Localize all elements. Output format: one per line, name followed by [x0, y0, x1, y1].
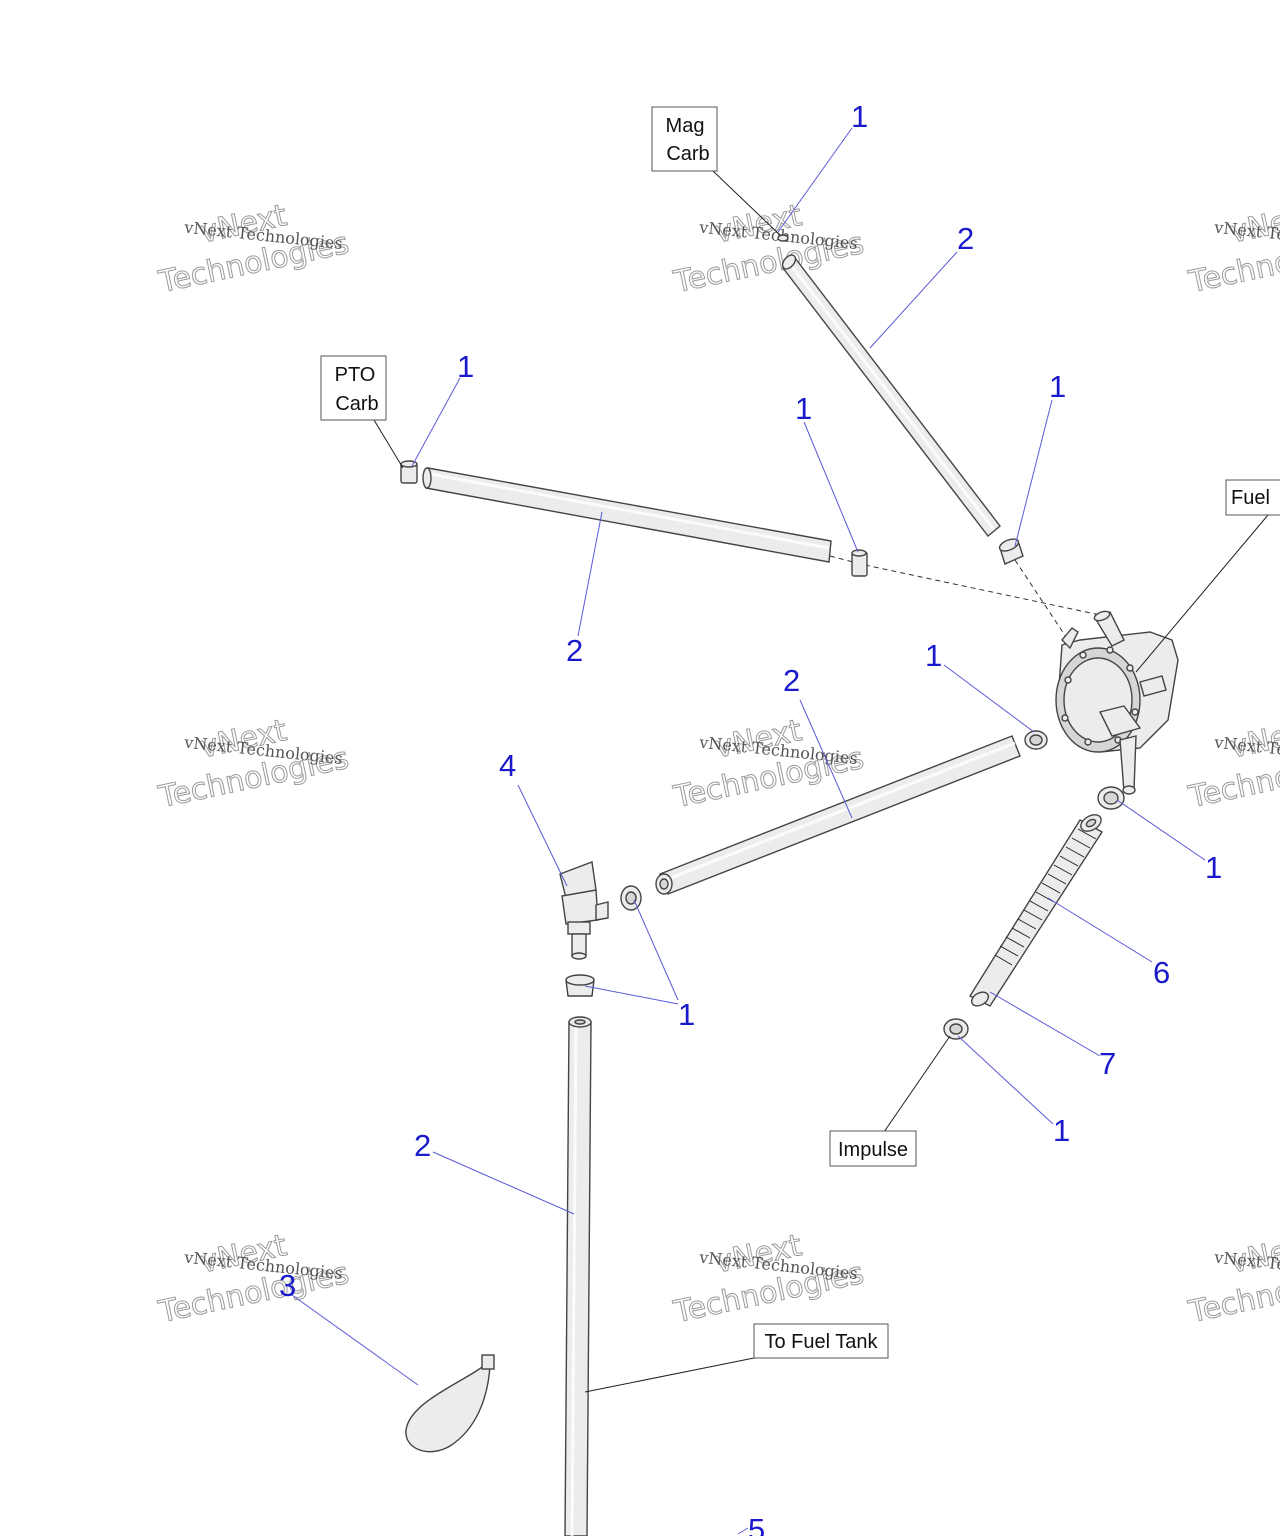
- callout-3: 3: [279, 1268, 296, 1303]
- callout-1: 1: [1049, 369, 1066, 404]
- callout-2: 2: [414, 1128, 431, 1163]
- watermark: vNext Technologies: [1185, 713, 1280, 816]
- clamp-mag-top: [777, 234, 789, 242]
- callout-2: 2: [783, 663, 800, 698]
- label-fuel-text: Fuel: [1231, 487, 1270, 509]
- callout-4: 4: [499, 748, 516, 783]
- leader-lines: [291, 127, 1206, 1535]
- label-leader-lines: [373, 170, 1269, 1393]
- callout-5: 5: [748, 1512, 765, 1536]
- label-to-fuel-tank-text: To Fuel Tank: [764, 1331, 878, 1353]
- callout-1: 1: [457, 349, 474, 384]
- clamp-valve-below: [565, 974, 595, 997]
- watermark: vNext Technologies: [1185, 198, 1280, 301]
- cable-tie: [405, 1354, 495, 1453]
- hose-to-fuel-tank: [564, 1016, 592, 1536]
- fuel-pump: [1055, 610, 1179, 795]
- hose-spring-impulse: [968, 814, 1103, 1007]
- routing-line-pto: [829, 555, 1101, 616]
- label-mag-carb-line2: Carb: [666, 143, 709, 165]
- watermark: vNext Technologies: [1185, 1228, 1280, 1331]
- callout-1: 1: [1053, 1113, 1070, 1148]
- clamp-pump-side: [1024, 730, 1048, 750]
- watermark-group: vNext Technologies vNext Technologies vN…: [155, 198, 1280, 1331]
- clamp-pump-lower: [1097, 786, 1125, 810]
- clamp-mag-lower: [998, 538, 1024, 565]
- callouts: 1 2 1 1 1 2 1 2 4 1 6 1 7 1 2 3 5: [279, 99, 1222, 1536]
- clamp-valve-right: [620, 885, 642, 911]
- callout-2: 2: [957, 221, 974, 256]
- label-pto-carb-line2: Carb: [335, 393, 378, 415]
- callout-1: 1: [1205, 850, 1222, 885]
- callout-1: 1: [925, 638, 942, 673]
- callout-1: 1: [678, 997, 695, 1032]
- hose-mag-carb: [781, 254, 1001, 538]
- callout-2: 2: [566, 633, 583, 668]
- label-fuel: Fuel: [1225, 479, 1280, 516]
- label-to-fuel-tank: To Fuel Tank: [753, 1323, 889, 1359]
- clamp-pto-left: [400, 460, 418, 484]
- callout-1: 1: [795, 391, 812, 426]
- hose-pto-carb: [422, 467, 832, 563]
- callout-1: 1: [851, 99, 868, 134]
- label-mag-carb: Mag Carb: [651, 106, 718, 172]
- shutoff-valve: [559, 861, 609, 960]
- callout-7: 7: [1099, 1046, 1116, 1081]
- clamp-pto-right: [851, 549, 868, 577]
- label-pto-carb-line1: PTO: [335, 364, 376, 386]
- label-mag-carb-line1: Mag: [666, 115, 705, 137]
- callout-6: 6: [1153, 955, 1170, 990]
- hose-middle: [655, 735, 1021, 895]
- spring-coils: [994, 828, 1097, 966]
- routing-line-mag: [1014, 559, 1069, 641]
- label-impulse-text: Impulse: [838, 1139, 908, 1161]
- clamp-impulse: [943, 1018, 969, 1040]
- label-impulse: Impulse: [829, 1130, 917, 1167]
- label-pto-carb: PTO Carb: [320, 355, 387, 421]
